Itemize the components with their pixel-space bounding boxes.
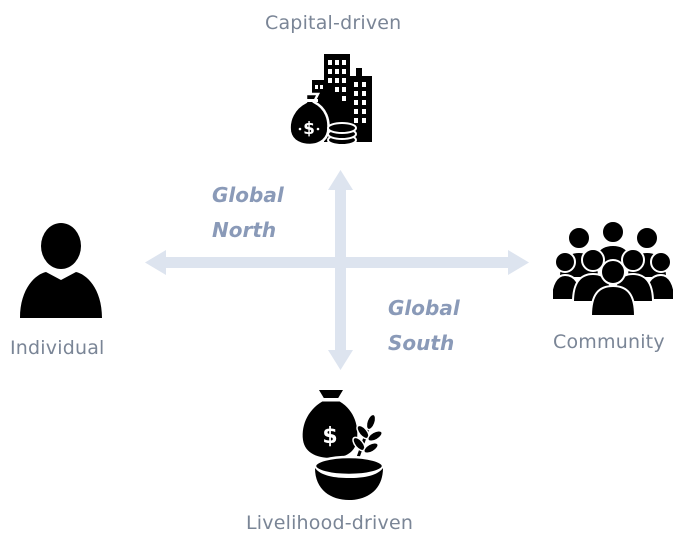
quadrant-upper-left-line2: North <box>212 218 277 242</box>
person-icon <box>20 223 102 318</box>
arrow-down <box>328 350 353 370</box>
group-people-icon <box>553 220 673 317</box>
arrow-right <box>508 250 529 275</box>
quadrant-lower-right-line2: South <box>388 331 455 355</box>
city-buildings-money-bag-icon: $ <box>288 54 372 147</box>
money-bag-grain-bowl-icon: $ <box>302 390 385 500</box>
axis-label-left: Individual <box>10 337 105 359</box>
quadrant-lower-right-line1: Global <box>388 296 460 320</box>
quadrant-lower-right: Global South <box>388 291 460 361</box>
vertical-axis <box>335 184 346 354</box>
svg-text:$: $ <box>303 119 315 139</box>
quadrant-upper-left-line1: Global <box>212 183 284 207</box>
quadrant-upper-left: Global North <box>212 178 284 248</box>
axis-label-top: Capital-driven <box>265 12 402 34</box>
axis-label-bottom: Livelihood-driven <box>246 512 414 534</box>
arrow-left <box>145 250 166 275</box>
svg-text:$: $ <box>322 424 337 449</box>
arrow-up <box>328 170 353 190</box>
axis-label-right: Community <box>553 331 665 353</box>
